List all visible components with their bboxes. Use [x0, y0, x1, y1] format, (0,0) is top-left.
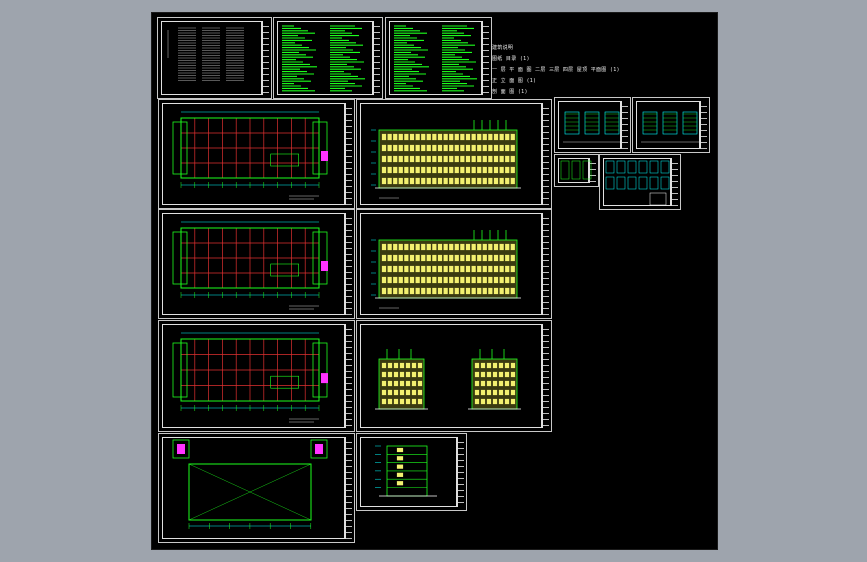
detail-nodes-1[interactable]: [554, 154, 599, 187]
design-notes-sheet-1[interactable]: [273, 17, 383, 99]
floor-plan-1[interactable]: [158, 99, 355, 209]
notes-line-1: 建筑说明: [492, 45, 514, 51]
cad-model-space[interactable]: 建筑说明 图纸 目录 (1) 一 层 平 面 图 二层 三层 四层 屋顶 平面图…: [151, 12, 718, 550]
notes-line-3: 一 层 平 面 图 二层 三层 四层 屋顶 平面图 (1): [492, 67, 620, 73]
section[interactable]: [356, 433, 467, 511]
floor-plan-2[interactable]: [158, 209, 355, 319]
notes-line-4: 正 立 面 图 (1): [492, 78, 537, 84]
elevation-2[interactable]: [356, 209, 552, 319]
side-elevations[interactable]: [356, 320, 552, 432]
detail-nodes-2[interactable]: [599, 154, 681, 210]
detail-stair-2[interactable]: [632, 97, 710, 153]
detail-stair-1[interactable]: [554, 97, 631, 153]
roof-plan[interactable]: [158, 433, 355, 543]
notes-line-5: 剖 面 图 (1): [492, 89, 528, 95]
design-notes-sheet-2[interactable]: [385, 17, 492, 99]
notes-line-2: 图纸 目录 (1): [492, 56, 530, 62]
drawing-index-notes: 建筑说明 图纸 目录 (1) 一 层 平 面 图 二层 三层 四层 屋顶 平面图…: [492, 43, 620, 98]
floor-plan-3[interactable]: [158, 320, 355, 432]
cover-table-sheet[interactable]: [157, 17, 272, 99]
elevation-1[interactable]: [356, 99, 552, 209]
